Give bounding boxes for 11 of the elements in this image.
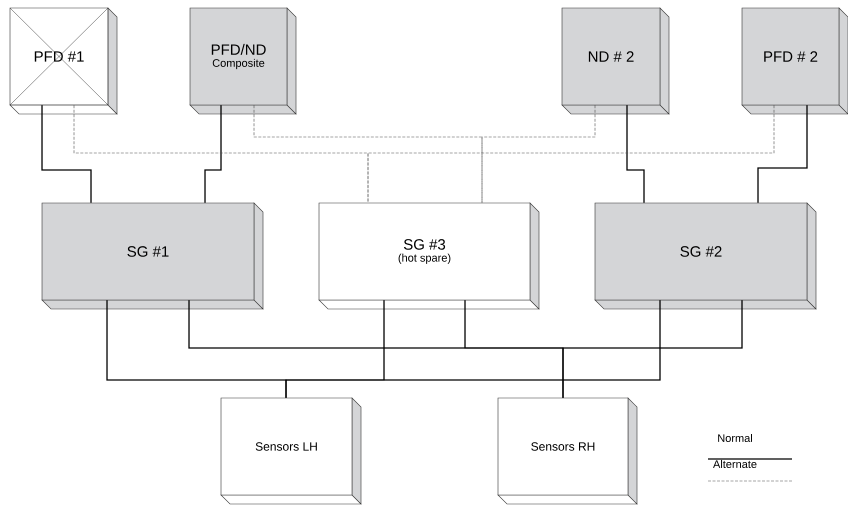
connector-line bbox=[41, 105, 92, 203]
connector-line bbox=[285, 300, 661, 398]
connector-line bbox=[562, 300, 743, 398]
legend-label: Normal bbox=[718, 434, 752, 442]
connector-line bbox=[204, 105, 222, 203]
connector-line bbox=[626, 105, 645, 203]
legend-label: Alternate bbox=[713, 460, 757, 468]
connector-line bbox=[757, 105, 808, 203]
connector-line bbox=[368, 105, 774, 203]
connector-line bbox=[254, 105, 482, 203]
connector-line bbox=[482, 105, 596, 203]
